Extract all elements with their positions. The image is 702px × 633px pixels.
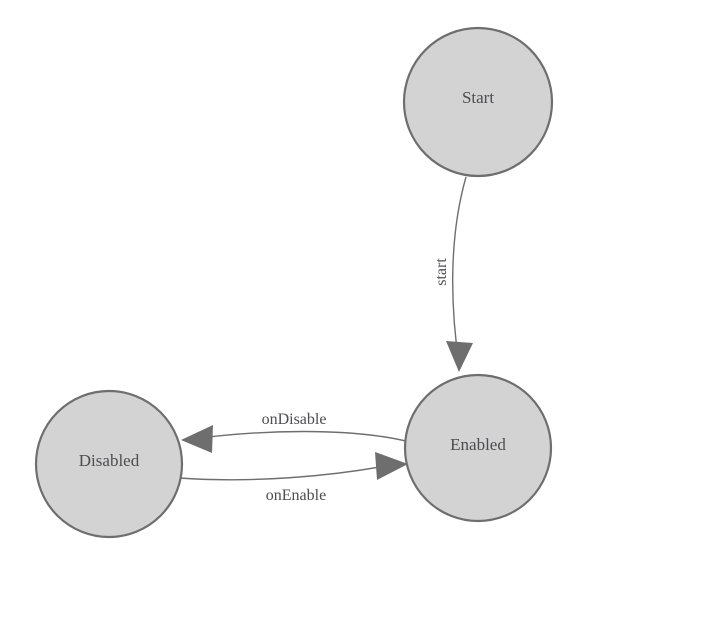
edge-label-on-disable: onDisable [262, 411, 327, 428]
edge-label-start: start [433, 258, 450, 286]
arrowhead-left-icon [181, 425, 213, 453]
edge-path-enabled-to-disabled [191, 430, 411, 443]
node-enabled[interactable]: Enabled [403, 373, 553, 523]
node-start-label: Start [462, 88, 494, 107]
arrowhead-right-icon [375, 452, 408, 480]
edge-path-disabled-to-enabled [178, 463, 397, 481]
node-enabled-label: Enabled [450, 435, 506, 454]
edge-label-on-enable: onEnable [266, 487, 326, 504]
edge-path-start-to-enabled [452, 176, 467, 365]
edge-start-to-enabled[interactable] [446, 176, 473, 372]
node-disabled-circle [34, 389, 184, 539]
node-enabled-circle [403, 373, 553, 523]
arrowhead-down-icon [446, 341, 473, 372]
node-disabled-label: Disabled [79, 451, 140, 470]
node-disabled[interactable]: Disabled [34, 389, 184, 539]
node-start-circle [402, 26, 554, 178]
edge-disabled-to-enabled[interactable] [178, 452, 408, 481]
node-start[interactable]: Start [402, 26, 554, 178]
edge-enabled-to-disabled[interactable] [181, 425, 411, 453]
